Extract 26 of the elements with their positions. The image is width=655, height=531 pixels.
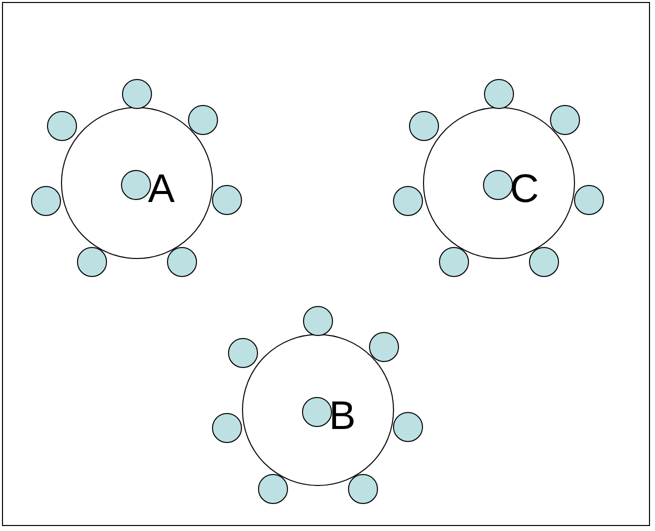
small-circle <box>348 474 378 504</box>
small-circle <box>258 474 288 504</box>
small-circle <box>228 338 258 368</box>
small-circle <box>77 247 107 277</box>
node-label: B <box>329 396 356 436</box>
small-circle <box>31 186 61 216</box>
small-circle <box>483 170 513 200</box>
small-circle <box>409 111 439 141</box>
small-circle <box>393 186 423 216</box>
small-circle <box>369 332 399 362</box>
small-circle <box>167 247 197 277</box>
small-circle <box>550 105 580 135</box>
small-circle <box>188 105 218 135</box>
small-circle <box>47 111 77 141</box>
small-circle <box>212 413 242 443</box>
node-label: A <box>148 169 175 209</box>
small-circle <box>122 79 152 109</box>
small-circle <box>212 185 242 215</box>
small-circle <box>484 79 514 109</box>
node-label: C <box>510 169 539 209</box>
small-circle <box>574 185 604 215</box>
small-circle <box>303 306 333 336</box>
small-circle <box>302 397 332 427</box>
small-circle <box>439 247 469 277</box>
small-circle <box>529 247 559 277</box>
small-circle <box>393 412 423 442</box>
